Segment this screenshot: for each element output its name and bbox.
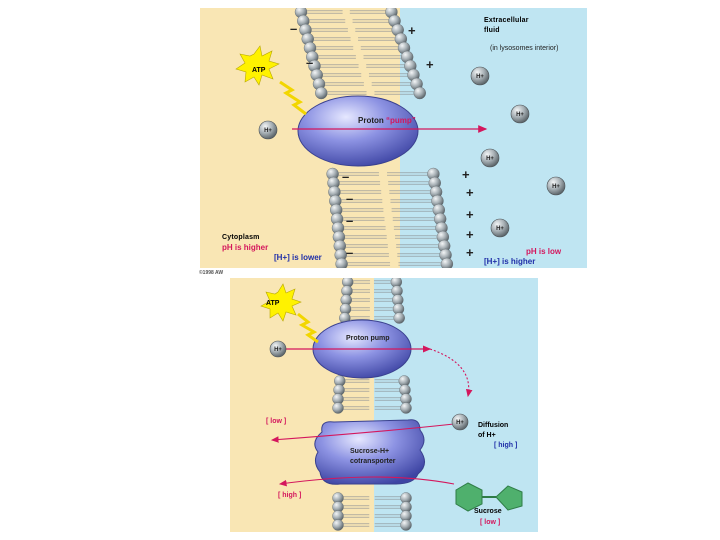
negative-charge: – [290,22,297,35]
pump-label-quote: “pump” [386,116,416,125]
proton-pump-protein [298,96,418,166]
pump-label: Proton pump [346,335,390,342]
negative-charge: – [346,246,353,259]
phospholipid-head [414,87,426,99]
negative-charge: – [346,214,353,227]
phospholipid-head [401,403,412,414]
h-lower-label: [H+] is lower [274,254,322,262]
positive-charge: + [466,246,474,259]
positive-charge: + [466,186,474,199]
cotransporter-label: Sucrose-H+ [350,448,389,455]
pump-label: Proton “pump” [358,117,416,125]
positive-charge: + [466,208,474,221]
h-ion: H+ [491,219,509,237]
high-concentration-left: [ high ] [278,492,301,499]
positive-charge: + [408,24,416,37]
phospholipid-head [315,87,327,99]
h-ion: H+ [259,121,277,139]
h-ion: H+ [481,149,499,167]
cotransporter-label-line2: cotransporter [350,458,396,465]
cytoplasm-title: Cytoplasm [222,234,260,241]
svg-text:H+: H+ [496,226,504,232]
phospholipid-head [333,520,344,531]
phospholipid-head [441,258,453,268]
phospholipid-head [333,403,344,414]
sucrose-cotransport-diagram: H+ H+ ATP Proton pump [ low ] [ high ] Di… [230,278,538,532]
positive-charge: + [466,228,474,241]
negative-charge: – [306,56,313,69]
h-ion: H+ [471,67,489,85]
svg-text:H+: H+ [274,347,282,353]
low-concentration-right: [ low ] [480,519,500,526]
svg-text:H+: H+ [552,184,560,190]
h-ion: H+ [270,341,286,357]
svg-text:H+: H+ [456,420,464,426]
sucrose-label: Sucrose [474,508,502,515]
phospholipid-head [394,313,405,324]
positive-charge: + [462,168,470,181]
low-concentration-left: [ low ] [266,418,286,425]
svg-text:H+: H+ [516,112,524,118]
negative-charge: – [342,170,349,183]
negative-charge: – [346,192,353,205]
pump-label-word: Proton [358,116,384,125]
diffusion-label-line2: of H+ [478,432,496,439]
extracellular-title-line2: fluid [484,27,500,34]
positive-charge: + [426,58,434,71]
svg-text:H+: H+ [486,156,494,162]
atp-label: ATP [252,67,265,74]
high-concentration-right: [ high ] [494,442,517,449]
atp-label: ATP [266,300,279,307]
copyright-notice: ©1998 AW [199,270,223,276]
ph-higher-label: pH is higher [222,244,268,252]
h-higher-label: [H+] is higher [484,258,535,266]
cotransport-illustration: H+ H+ [230,278,538,532]
svg-text:H+: H+ [264,128,272,134]
phospholipid-head [401,520,412,531]
h-ion: H+ [452,414,468,430]
proton-pump-diagram: H+ H+ H+ H+ H+ H+ Extracellular fluid (in lys… [200,8,587,268]
h-ion: H+ [511,105,529,123]
h-ion: H+ [547,177,565,195]
ph-low-label: pH is low [526,248,561,256]
diffusion-label: Diffusion [478,422,508,429]
extracellular-title: Extracellular [484,17,529,24]
extracellular-note: (in lysosomes interior) [490,45,558,52]
svg-text:H+: H+ [476,74,484,80]
